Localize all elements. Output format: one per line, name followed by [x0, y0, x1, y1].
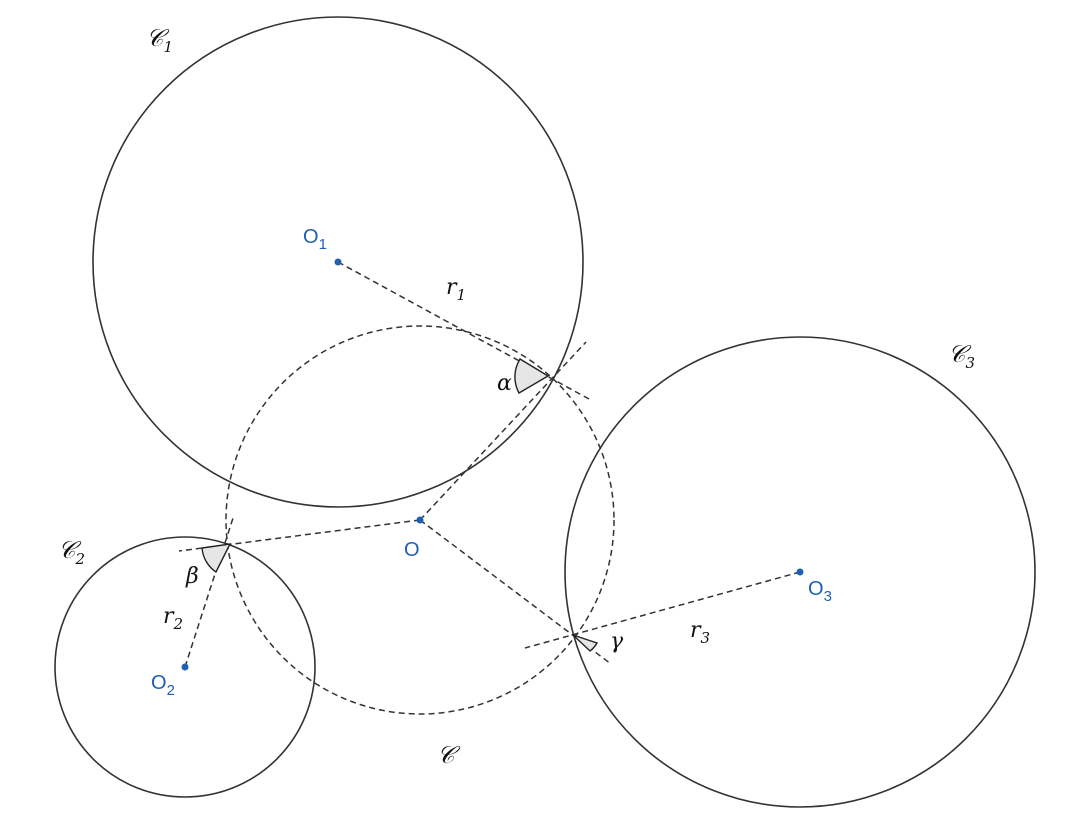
label-c2: 𝒞2 — [58, 536, 85, 568]
label-o3: O3 — [808, 578, 832, 605]
radius-r3-line — [524, 571, 801, 649]
label-o1: O1 — [303, 226, 327, 253]
label-o2: O2 — [151, 672, 175, 699]
radius-r1-line — [337, 261, 590, 400]
radius-c-to-p1 — [419, 341, 587, 521]
point-o — [416, 516, 424, 524]
label-c1: 𝒞1 — [146, 24, 173, 56]
circle-c2 — [54, 536, 316, 798]
point-o3 — [796, 568, 804, 576]
angle-beta-wedge — [201, 543, 232, 574]
label-beta: β — [185, 564, 199, 589]
label-gamma: γ — [610, 629, 624, 654]
radius-r2-line — [184, 514, 235, 668]
point-o2 — [181, 663, 189, 671]
label-c3: 𝒞3 — [948, 340, 975, 372]
point-o1 — [334, 258, 342, 266]
label-r1: r1 — [446, 275, 466, 304]
label-o: O — [404, 539, 420, 561]
label-r3: r3 — [690, 618, 710, 647]
label-alpha: α — [497, 371, 512, 396]
angle-alpha-wedge — [514, 358, 550, 394]
circle-c1 — [92, 16, 584, 508]
label-c: 𝒞 — [437, 741, 461, 769]
angle-gamma-wedge — [572, 634, 599, 652]
label-r2: r2 — [163, 604, 183, 633]
circle-c-dashed — [225, 325, 615, 715]
circle-c3 — [564, 336, 1036, 808]
